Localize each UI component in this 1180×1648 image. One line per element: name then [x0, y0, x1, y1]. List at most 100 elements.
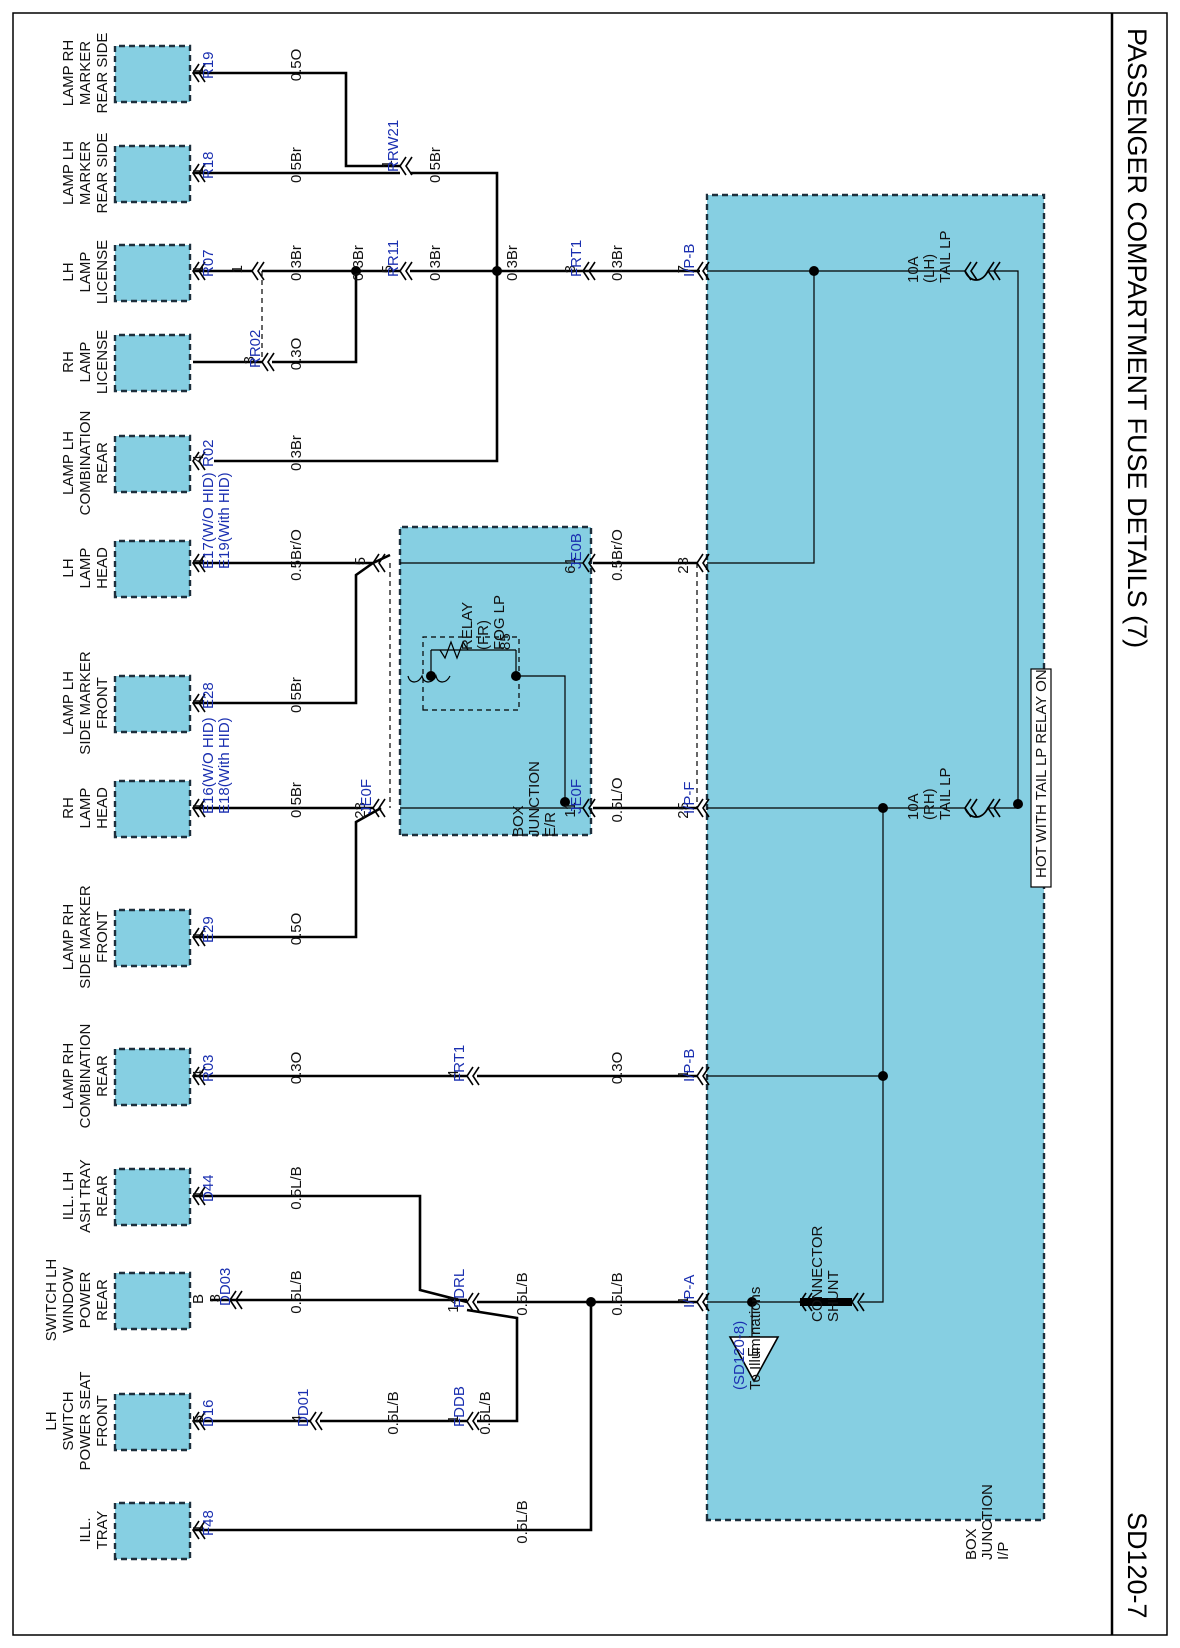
conn-d44-chevron-inner — [198, 1186, 206, 1206]
wire-f48 — [193, 1302, 593, 1532]
wire-rr02-rr11 — [272, 271, 358, 364]
conn-fdrl-chevron-inner — [472, 1292, 480, 1312]
conn-shunt-right-chevron-inner — [857, 1292, 865, 1312]
wire-relay-85 — [519, 675, 566, 802]
wire-gauge-r18: 0.5Br — [288, 147, 305, 183]
conn-rr02-3-chevron-inner — [267, 352, 275, 372]
conn-ip-b-top-chevron-inner — [702, 261, 710, 281]
junction-dot-8 — [747, 1297, 757, 1307]
conn-r07-chevron-inner — [198, 261, 206, 281]
component-3-box — [113, 243, 192, 303]
wire-gauge-ip-a-fdrl: 0.5L/B — [514, 1272, 531, 1315]
conn-r07-chevron — [192, 261, 200, 281]
er-junction-box — [398, 525, 593, 837]
wire-gauge-r03: 0.3O — [288, 1052, 305, 1085]
mark-layer — [192, 63, 1023, 1540]
conn-shunt-right-chevron — [851, 1292, 859, 1312]
connector-je0f_out-pin: 23 — [352, 802, 369, 819]
fuse-2-label-line-1: TAIL LP — [937, 767, 954, 820]
connector-frt1_bottom-pin: 4 — [445, 1070, 462, 1078]
conn-d16-chevron — [192, 1411, 200, 1431]
conn-head-rh-chevron — [192, 798, 200, 818]
wire-shunt — [860, 1076, 884, 1303]
ip-junction-box-label-line-2: JUNCTION — [979, 1484, 996, 1560]
wire-gauge-rrw21-out: 0.5Br — [427, 147, 444, 183]
component-4-label-line-1: LICENSE — [94, 330, 111, 394]
component-10-label-line-2: COMBINATION — [77, 1024, 94, 1129]
fuse-2-label-line-2: (RH) — [921, 788, 938, 820]
er-junction-box-label-line-3: BOX — [510, 805, 527, 837]
conn-rr02-1-chevron-inner — [257, 261, 265, 281]
component-3-connector-1: R07 — [200, 249, 217, 277]
relay-coil — [407, 674, 451, 683]
wire-layer — [193, 71, 1019, 1532]
connector-rr02_1-pin: 1 — [229, 265, 246, 273]
conn-e28-chevron-inner — [198, 693, 206, 713]
component-6-label-line-1: HEAD — [94, 547, 111, 589]
conn-je0f-5-chevron-inner — [378, 553, 386, 573]
relay-label-line-1: FOG LP — [491, 595, 508, 650]
component-6-label-line-2: LAMP — [77, 548, 94, 589]
connector-je0f_in-name: JE0F — [568, 779, 585, 814]
component-12-connector-1: DD03 — [217, 1268, 234, 1306]
connector-rrw21-name: RRW21 — [385, 120, 402, 172]
fuse-1-label-line-3: 10A — [905, 256, 922, 283]
component-11-box — [113, 1167, 192, 1227]
component-10-label-line-1: REAR — [94, 1055, 111, 1097]
connector-rr02_3-name: RR02 — [247, 330, 264, 368]
conn-fuse-lh-b-chevron — [987, 261, 995, 281]
component-4-box — [113, 333, 192, 393]
wire-gauge-head-rh: 0.5Br — [288, 782, 305, 818]
conn-fuse-rh-a-chevron-inner — [970, 798, 978, 818]
conn-fuse-rh-b-chevron-inner — [993, 798, 1001, 818]
wire-gauge-fddb-dd01: 0.5L/B — [385, 1391, 402, 1434]
component-10-connector-1: R03 — [200, 1054, 217, 1082]
connector-fdrl-name: FDRL — [451, 1269, 468, 1308]
component-8-label-line-3: RH — [60, 797, 77, 819]
component-14-label-line-1: TRAY — [94, 1511, 111, 1550]
component-9-connector-1: E29 — [200, 916, 217, 943]
wire-fdrl-fddb — [466, 1308, 519, 1423]
component-3-label-line-2: LAMP — [77, 252, 94, 293]
component-7-connector-1: E28 — [200, 682, 217, 709]
conn-ip-23-chevron — [696, 553, 704, 573]
connector-ip_23-pin: 23 — [675, 557, 692, 574]
component-6-pin: 1 — [190, 557, 207, 565]
component-5-label-line-2: COMBINATION — [77, 411, 94, 516]
component-8-label-line-2: LAMP — [77, 788, 94, 829]
connector-rr11-name: RR11 — [385, 240, 402, 277]
fuse-2-label-line-3: 10A — [905, 793, 922, 820]
wire-gauge-rr11-out: 0.3Br — [350, 245, 367, 281]
component-13-label-line-3: SWITCH — [60, 1391, 77, 1450]
connector-rrw21-pin: 1 — [379, 160, 396, 168]
component-11-pin: 1 — [190, 1190, 207, 1198]
wire-gauge-lic-rh: 0.3O — [288, 338, 305, 371]
wire-front-side-lh — [193, 561, 374, 705]
conn-je0f-11-chevron-inner — [588, 798, 596, 818]
component-2-pin: 1 — [190, 167, 207, 175]
junction-dot-9 — [560, 797, 570, 807]
component-1-connector-1: R19 — [200, 51, 217, 79]
relay-label-line-2: (FR) — [475, 620, 492, 650]
wire-gauge-rr02-r07: 0.3Br — [288, 245, 305, 281]
component-8-label-line-1: HEAD — [94, 787, 111, 829]
wire-gauge-front-side-lh: 0.5Br — [288, 677, 305, 713]
wire-gauge-r19: 0.5O — [288, 49, 305, 82]
shunt-label-line-2: CONNECTOR — [809, 1225, 826, 1322]
conn-frt1-top-chevron — [582, 261, 590, 281]
page-frame — [12, 12, 1168, 1636]
conn-je0b-chevron — [582, 553, 590, 573]
banner-text: HOT WITH TAIL LP RELAY ON — [1033, 669, 1050, 878]
component-14-pin: 1 — [190, 1524, 207, 1532]
wire-gauge-ash: 0.5L/B — [288, 1166, 305, 1209]
connector-fdrl-pin: 14 — [445, 1296, 462, 1313]
connector-fddb-pin: 1 — [445, 1415, 462, 1423]
component-5-label-line-3: LAMP LH — [60, 431, 77, 495]
component-12-label-line-3: WINDOW — [60, 1266, 77, 1333]
component-10-box — [113, 1047, 192, 1107]
component-1-pin: 1 — [190, 67, 207, 75]
component-2-connector-1: R18 — [200, 151, 217, 179]
connector-je0f_in-pin: 11 — [562, 802, 579, 818]
component-5-box — [113, 434, 192, 494]
